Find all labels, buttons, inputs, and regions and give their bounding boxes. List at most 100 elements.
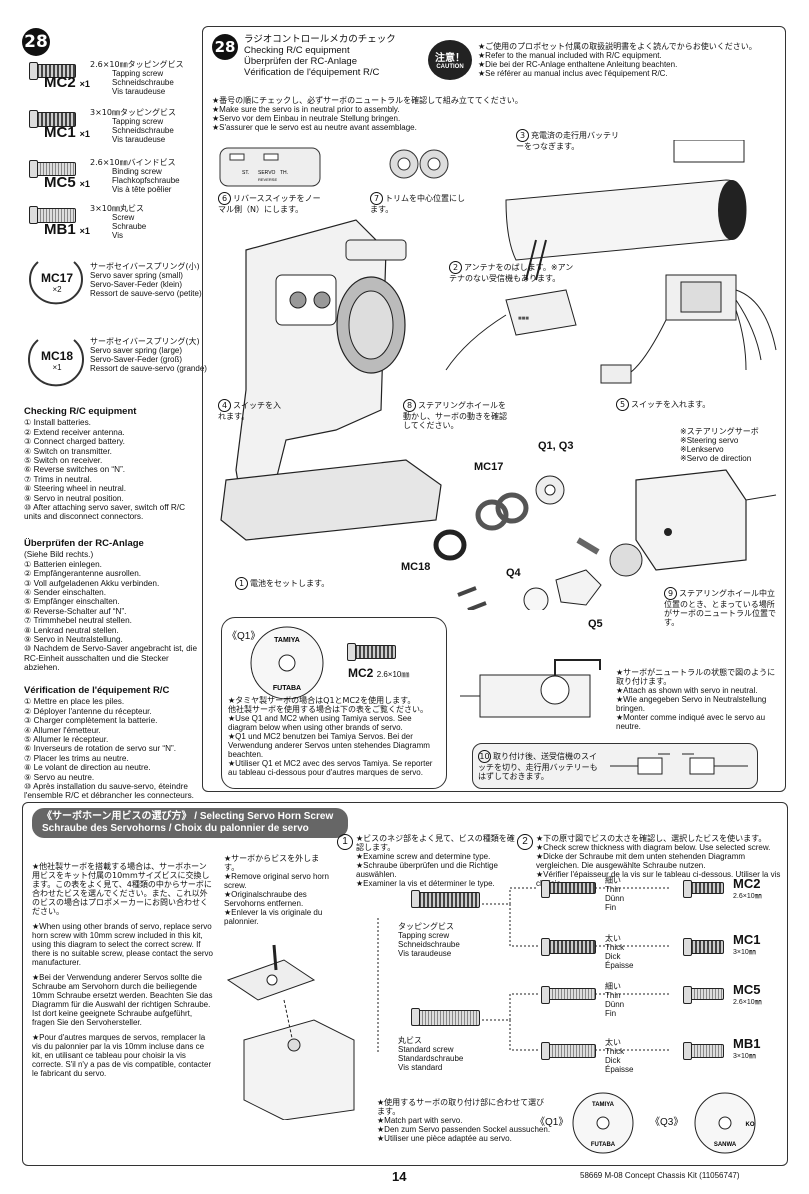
list-item: ③ Charger complètement la batterie. — [24, 716, 158, 726]
standard-screw-sample-icon — [411, 1008, 480, 1026]
thick-tapping-screw-icon — [541, 938, 596, 956]
list-item: ⑧ Lenkrad neutral stellen. — [24, 625, 119, 635]
label-q1-q3: Q1, Q3 — [538, 440, 574, 452]
list-title: Vérification de l'équipement R/C — [24, 685, 170, 696]
brand-tamiya: TAMIYA — [274, 637, 300, 644]
battery-pack-icon — [505, 179, 747, 281]
list-item: ④ Switch on transmitter. — [24, 446, 112, 456]
switch-icon — [600, 319, 667, 384]
list-item: ⑩ Après installation du sauve-servo, éte… — [24, 782, 194, 801]
list-item: ① Batterien einlegen. — [24, 559, 102, 569]
q1-saver-icon: TAMIYA FUTABA — [572, 1092, 634, 1154]
esc-icon — [665, 274, 777, 371]
main-title: ラジオコントロールメカのチェック Checking R/C equipment … — [244, 34, 396, 78]
part-qty: ×1 — [79, 179, 90, 189]
list-item: ② Extend receiver antenna. — [24, 427, 125, 437]
label-q5: Q5 — [588, 618, 603, 630]
label-q4: Q4 — [506, 567, 521, 579]
part-qty: ×2 — [52, 285, 62, 294]
switch-label-th: TH. — [280, 170, 288, 176]
list-subtitle: (Siehe Bild rechts.) — [24, 550, 94, 560]
trim-dials-icon — [389, 149, 449, 179]
part-code: MC1 — [44, 124, 76, 141]
step-1-number: 1 — [337, 834, 353, 850]
list-item: ② Déployer l'antenne du récepteur. — [24, 706, 152, 716]
servo-saver-q1-icon: TAMIYA FUTABA — [250, 626, 324, 700]
list-item: ④ Allumer l'émetteur. — [24, 725, 101, 735]
part-code: MC2 — [44, 74, 76, 91]
servo-horn-intro: ★他社製サーボを搭載する場合は、サーボホーン用ビスをキット付属の10mmサイズビ… — [32, 862, 213, 1078]
part-name-fr: Vis — [112, 231, 123, 240]
list-item: ⑨ Servo in neutral position. — [24, 493, 124, 503]
list-item: ⑦ Trimmhebel neutral stellen. — [24, 616, 132, 626]
part-name-en: Tapping screw — [112, 117, 164, 126]
part-code: MC17 — [40, 271, 73, 285]
list-item: ⑥ Inverseurs de rotation de servo sur “N… — [24, 744, 177, 754]
list-item: ③ Voll aufgeladenen Akku verbinden. — [24, 578, 160, 588]
part-code: MC5 — [44, 174, 76, 191]
list-item: ⑧ Le volant de direction au neutre. — [24, 763, 151, 773]
match-part-notes: ★使用するサーボの取り付け部に合わせて選びます。 ★Match part wit… — [377, 1098, 551, 1143]
mc1-result-icon — [683, 938, 724, 956]
steering-servo-label: ※ステアリングサーボ ※Steering servo ※Lenkservo ※S… — [680, 427, 759, 463]
list-item: ⑤ Allumer le récepteur. — [24, 735, 109, 745]
brand-ko: KO — [746, 1122, 755, 1128]
part-qty: ×1 — [52, 363, 62, 372]
spring-small-icon — [29, 261, 83, 305]
list-title: Überprüfen der RC-Anlage — [24, 538, 144, 549]
mc5-result-icon — [683, 986, 724, 1004]
q1-box-mc2: MC2 2.6×10㎜ — [348, 666, 410, 680]
order-notes: ★番号の順にチェックし、必ずサーボのニュートラルを確認して組み立ててください。 … — [212, 96, 523, 132]
mc2-result-icon — [683, 880, 724, 898]
part-name-fr: Vis taraudeuse — [112, 87, 166, 96]
title-en: Checking R/C equipment — [244, 45, 350, 56]
q1-box-notes: ★タミヤ製サーボの場合はQ1とMC2を使用します。 他社製サーボを使用する場合は… — [228, 696, 433, 777]
part-qty: ×1 — [79, 226, 90, 236]
part-name-jp: 3×10㎜丸ビス — [90, 204, 144, 213]
part-name-de: Servo-Saver-Feder (klein) — [90, 280, 183, 289]
list-item: ⑦ Trims in neutral. — [24, 474, 92, 484]
switch-label-st: ST. — [242, 170, 249, 176]
step-2-number: 2 — [517, 834, 533, 850]
thick-standard-screw-icon — [541, 1042, 596, 1060]
part-name-de: Schneidschraube — [112, 126, 174, 135]
reverse-switch-panel: ST. SERVO TH. REVERSE — [219, 147, 321, 187]
part-name-jp: 2.6×10㎜バインドビス — [90, 158, 176, 167]
part-qty: ×1 — [79, 79, 90, 89]
screw-decision-lines — [377, 887, 670, 1052]
kit-identifier: 58669 M-08 Concept Chassis Kit (11056747… — [580, 1171, 740, 1180]
switch-label-reverse: REVERSE — [258, 177, 277, 182]
receiver-icon: ■■■ — [445, 289, 577, 371]
servo-saver-parts — [433, 475, 643, 610]
brand-futaba: FUTABA — [273, 685, 301, 692]
part-name-jp: 3×10㎜タッピングビス — [90, 108, 176, 117]
spring-large-icon — [28, 339, 84, 387]
step-28-box — [202, 26, 786, 792]
tapping-screw-icon — [29, 110, 76, 128]
list-item: ⑥ Reverse-Schalter auf “N”. — [24, 606, 127, 616]
list-item: ① Mettre en place les piles. — [24, 697, 125, 707]
checking-list-de: Überprüfen der RC-Anlage (Siehe Bild rec… — [24, 539, 204, 673]
binding-screw-icon — [29, 160, 76, 178]
mc2-screw-icon — [347, 643, 396, 661]
transmitter-icon — [220, 219, 442, 541]
checking-list-fr: Vérification de l'équipement R/C ① Mettr… — [24, 686, 204, 801]
list-item: ⑦ Placer les trims au neutre. — [24, 753, 129, 763]
part-name-jp: サーボセイバースプリング(小) — [90, 262, 200, 271]
list-item: ⑤ Empfänger einschalten. — [24, 597, 120, 607]
list-item: ⑥ Reverse switches on “N”. — [24, 465, 126, 475]
svg-text:■■■: ■■■ — [518, 316, 529, 322]
part-code: MC18 — [40, 349, 73, 363]
standard-screw-label: 丸ビス Standard screw Standardschraube Vis … — [398, 1036, 464, 1072]
label-q1-lower: 《Q1》 — [535, 1117, 569, 1128]
